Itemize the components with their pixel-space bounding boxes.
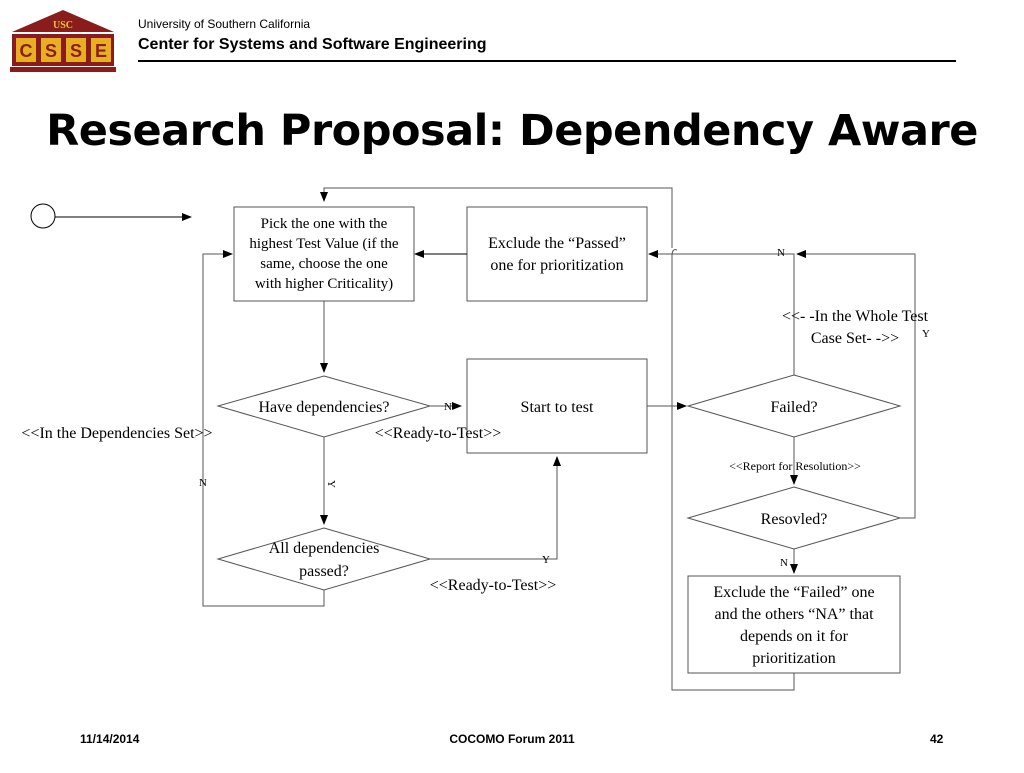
header-divider (138, 60, 956, 62)
exclude-failed-line: Exclude the “Failed” one (713, 584, 874, 601)
logo-letter-box (16, 38, 36, 62)
footer-date: 11/14/2014 (80, 732, 140, 746)
resolved-label: Resovled? (761, 511, 828, 528)
all-deps-line: passed? (299, 563, 349, 580)
edge-resolved-yes (796, 250, 916, 519)
logo-letter: E (95, 41, 107, 61)
edge-label-y: Y (922, 328, 930, 340)
page-number: 42 (930, 732, 944, 746)
edge-all-deps-yes (430, 456, 561, 560)
have-deps-label: Have dependencies? (258, 399, 389, 416)
edge-label-n: N (199, 477, 207, 489)
edge-label-y: Y (542, 554, 550, 566)
ready-to-test-annotation: <<Ready-to-Test>> (375, 425, 502, 442)
ready-to-test-annotation: <<Ready-to-Test>> (430, 577, 557, 594)
edge-label-n: N (780, 557, 788, 569)
logo-usc-text: USC (53, 20, 73, 31)
edge-label-n: N (777, 247, 785, 259)
exclude-failed-line: depends on it for (740, 628, 849, 645)
all-deps-passed-decision (216, 527, 432, 591)
footer-event: COCOMO Forum 2011 (449, 732, 575, 746)
slide-title: Research Proposal: Dependency Aware (46, 106, 978, 156)
logo-base (10, 67, 116, 72)
all-deps-line: All dependencies (269, 540, 380, 557)
logo-roof (12, 10, 114, 32)
report-resolution-annotation: <<Report for Resolution>> (729, 459, 861, 473)
whole-test-annotation: <<- -In the Whole Test (782, 308, 929, 325)
logo-letter: S (45, 41, 57, 61)
logo-letter-box (66, 38, 86, 62)
logo-letter-box (91, 38, 111, 62)
logo-letter: S (70, 41, 82, 61)
edge-loop-to-pick (320, 187, 673, 248)
logo-letter: C (20, 41, 33, 61)
logo-letter-box (41, 38, 61, 62)
exclude-passed-line: Exclude the “Passed” (488, 235, 626, 252)
exclude-failed-line: and the others “NA” that (714, 606, 874, 623)
edge-label-n: N (444, 401, 452, 413)
edge-failed-no (648, 250, 795, 375)
exclude-failed-line: prioritization (752, 650, 836, 667)
pick-box-line: with higher Criticality) (255, 276, 393, 292)
failed-label: Failed? (770, 399, 817, 416)
pick-box-line: Pick the one with the (261, 216, 388, 232)
exclude-passed-box (466, 206, 648, 302)
edge-label-y: Y (325, 480, 337, 488)
whole-test-annotation: Case Set- ->> (811, 330, 899, 347)
center-name: Center for Systems and Software Engineer… (138, 36, 487, 53)
edge-exclude-failed-loop (671, 256, 795, 691)
pick-box-line: same, choose the one (260, 256, 388, 272)
exclude-passed-line: one for prioritization (490, 257, 623, 274)
exclude-failed-box (687, 575, 901, 674)
start-to-test-label: Start to test (521, 399, 594, 416)
pick-box-line: highest Test Value (if the (249, 236, 399, 252)
edge-all-deps-no (202, 250, 325, 607)
in-deps-set-annotation: <<In the Dependencies Set>> (21, 425, 212, 442)
line-hop (671, 249, 678, 257)
usc-csse-logo: USC C S S E (8, 8, 118, 74)
university-name: University of Southern California (138, 17, 311, 31)
start-to-test-box (466, 358, 648, 454)
start-node (30, 203, 56, 229)
pick-highest-box (233, 206, 415, 302)
